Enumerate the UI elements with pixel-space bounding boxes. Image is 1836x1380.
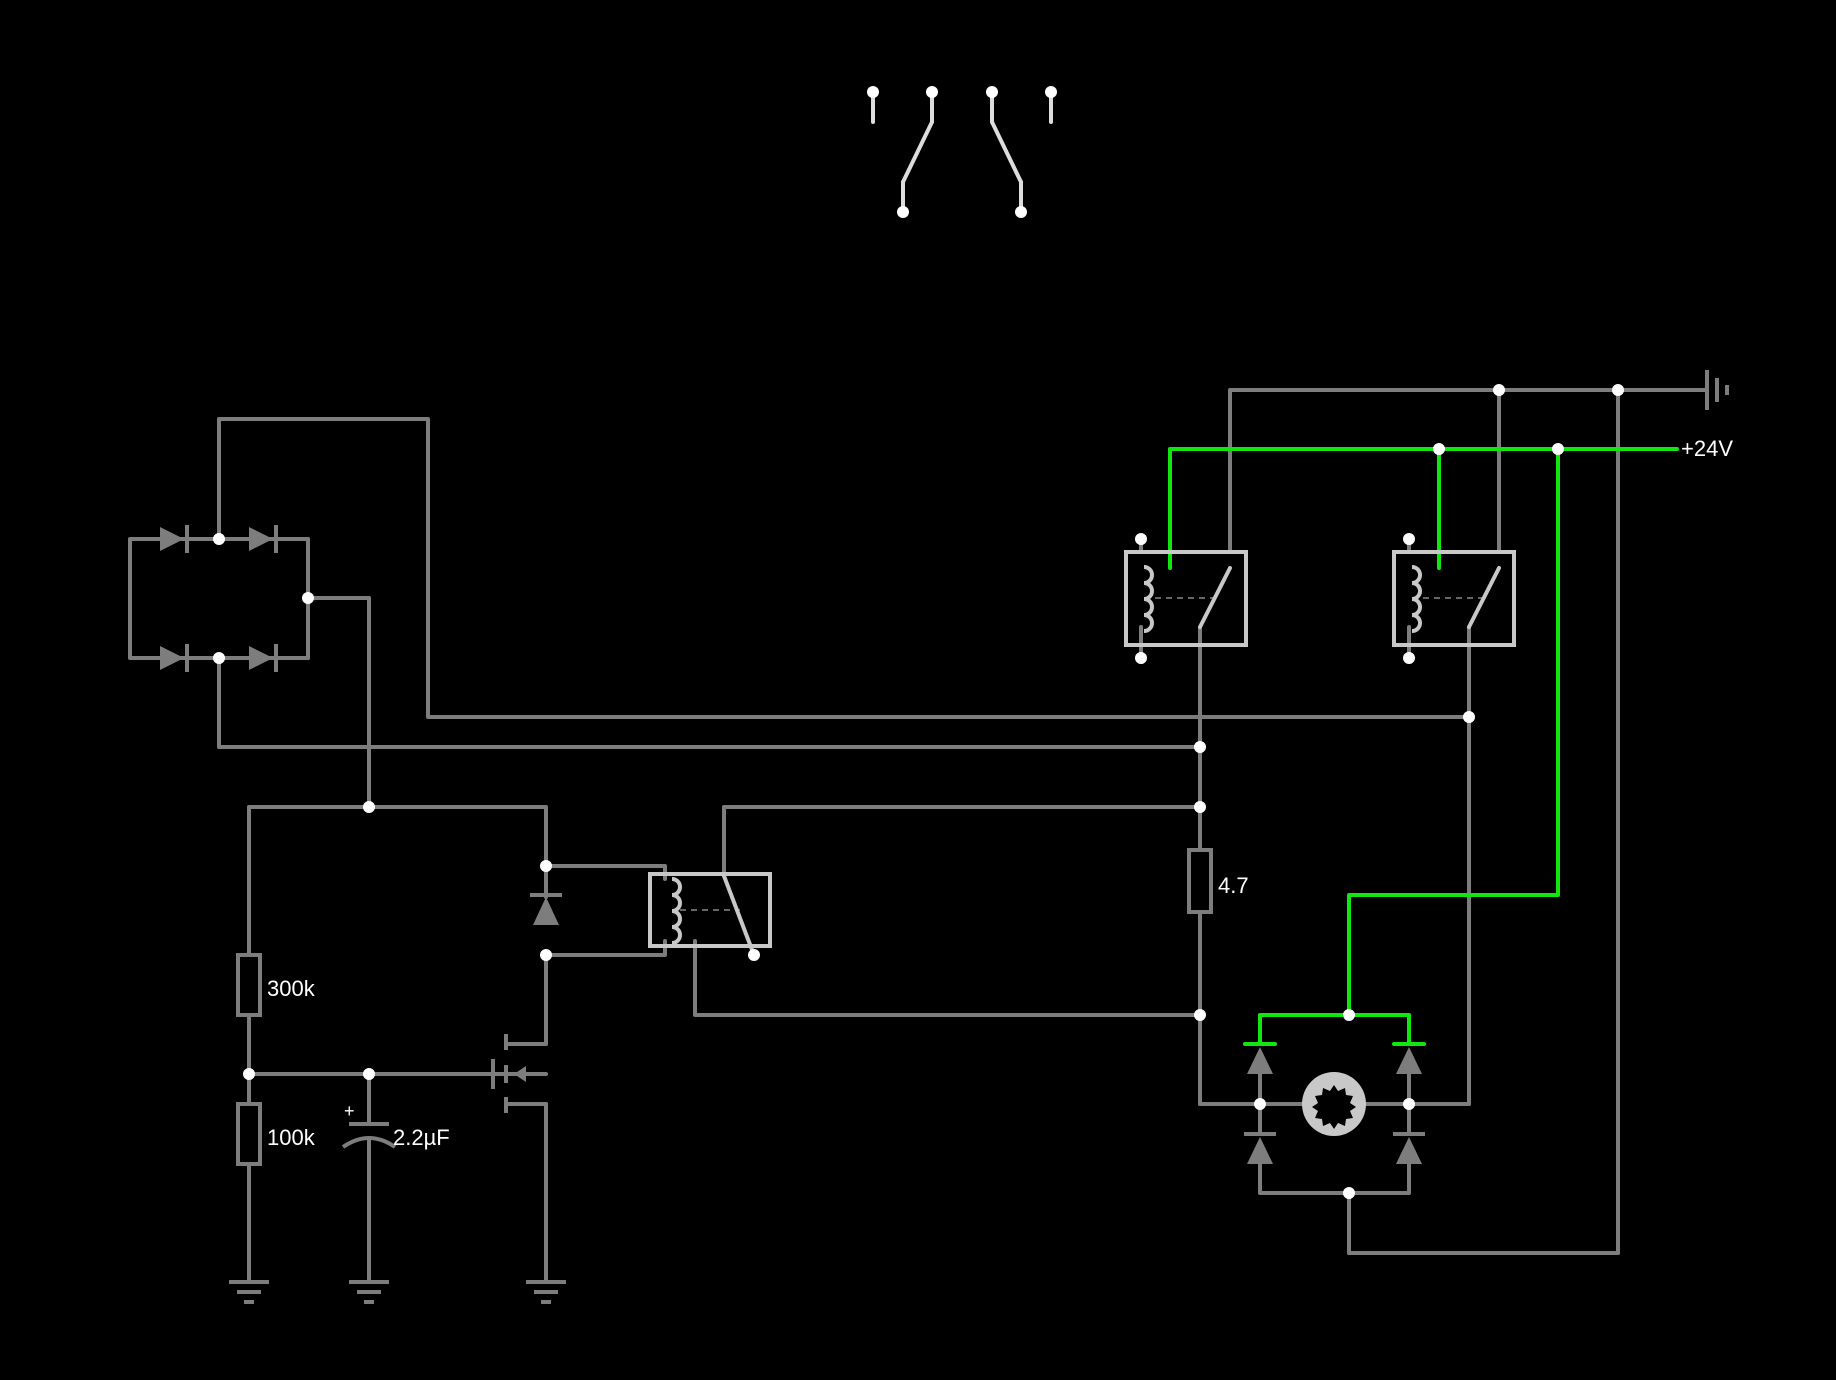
- gear-icon: [1312, 1085, 1356, 1129]
- resistor-300k-label: 300k: [267, 976, 316, 1001]
- supply-label: +24V: [1681, 436, 1733, 461]
- ground-right: [1705, 370, 1729, 410]
- relay-right[interactable]: [1392, 550, 1516, 647]
- junction-nodes: [213, 384, 1624, 1199]
- relay-middle[interactable]: [648, 872, 772, 957]
- resistor-300k: 300k: [236, 953, 316, 1017]
- capacitor: + 2.2µF: [341, 1101, 450, 1150]
- resistor-4-7-label: 4.7: [1218, 873, 1249, 898]
- bridge-rectifier: [160, 525, 278, 672]
- relay-left[interactable]: [1124, 550, 1248, 647]
- ground-mosfet: [526, 1280, 566, 1304]
- resistor-4-7: 4.7: [1187, 848, 1249, 914]
- motor-bridge-diodes: [1244, 1047, 1425, 1164]
- resistor-100k: 100k: [236, 1102, 316, 1166]
- capacitor-label: 2.2µF: [393, 1125, 450, 1150]
- capacitor-polarity: +: [344, 1101, 355, 1121]
- motor: [1258, 1072, 1411, 1136]
- ground-cap: [349, 1280, 389, 1304]
- live-wires: [1168, 447, 1679, 1046]
- flyback-diode: [530, 864, 562, 925]
- wires: [128, 388, 1709, 1284]
- resistor-100k-label: 100k: [267, 1125, 316, 1150]
- dpdt-switch[interactable]: [867, 86, 1057, 218]
- ground-left: [229, 1280, 269, 1304]
- mosfet: [491, 1034, 540, 1113]
